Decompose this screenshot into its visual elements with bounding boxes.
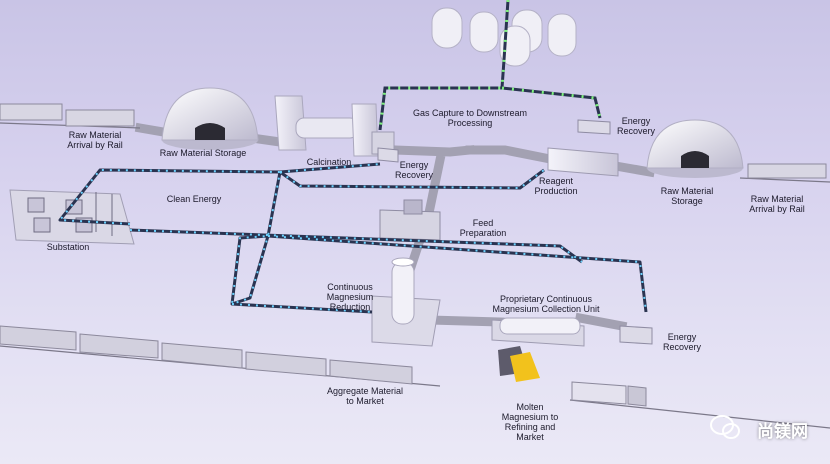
- reagent-production-unit: [547, 147, 619, 177]
- reduction-tower: [371, 257, 441, 347]
- energy-recovery-top: [577, 119, 611, 135]
- energy-recovery-right: [619, 325, 653, 345]
- label-raw-rail-right: Raw Material Arrival by Rail: [749, 194, 805, 214]
- clean-energy-power-lines: [58, 162, 648, 314]
- energy-recovery-mid: [377, 147, 399, 163]
- gas-silos: [431, 7, 577, 67]
- calcination-kiln: [274, 95, 395, 157]
- substation: [9, 189, 135, 245]
- label-energy-recovery-top: Energy Recovery: [616, 116, 655, 136]
- railcars-right: [747, 163, 827, 179]
- label-clean-energy: Clean Energy: [166, 194, 222, 204]
- label-aggregate-material: Aggregate Material to Market: [326, 386, 404, 406]
- label-reagent-production: Reagent Production: [534, 176, 578, 196]
- label-raw-rail-left: Raw Material Arrival by Rail: [67, 130, 123, 150]
- raw-storage-dome-left: [161, 87, 259, 150]
- label-continuous-reduction: Continuous Magnesium Reduction: [326, 282, 374, 312]
- label-collection-unit: Proprietary Continuous Magnesium Collect…: [492, 294, 600, 314]
- label-feed-preparation: Feed Preparation: [459, 218, 507, 238]
- gas-capture-line: [378, 0, 602, 131]
- label-energy-recovery-mid: Energy Recovery: [394, 160, 433, 180]
- label-substation: Substation: [46, 242, 90, 252]
- label-raw-storage-right: Raw Material Storage: [660, 186, 714, 206]
- railcars-left: [0, 103, 135, 127]
- aggregate-train: [0, 325, 413, 385]
- feed-preparation-unit: [379, 199, 441, 241]
- label-energy-recovery-right: Energy Recovery: [662, 332, 701, 352]
- label-gas-capture: Gas Capture to Downstream Processing: [412, 108, 528, 128]
- label-calcination: Calcination: [306, 157, 352, 167]
- collection-unit: [491, 317, 585, 382]
- label-molten-magnesium: Molten Magnesium to Refining and Market: [501, 402, 559, 442]
- watermark-text: 尚镁网: [757, 422, 808, 442]
- watermark-chat-icon: [710, 415, 740, 439]
- molten-truck: [571, 381, 647, 407]
- label-raw-storage-left: Raw Material Storage: [159, 148, 247, 158]
- raw-storage-dome-right: [646, 119, 744, 178]
